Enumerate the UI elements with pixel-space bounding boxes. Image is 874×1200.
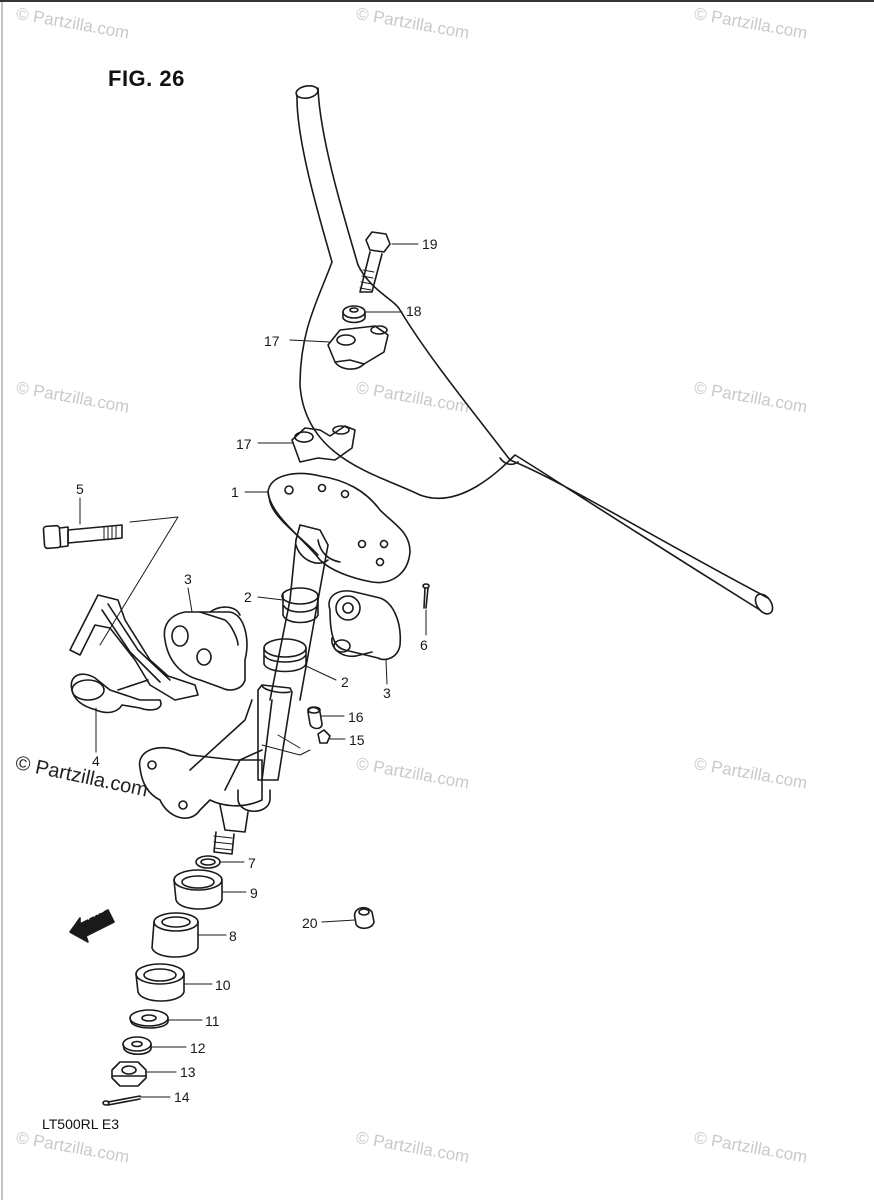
forward-direction-arrow bbox=[69, 909, 115, 943]
shaft-bush-2-upper bbox=[281, 587, 319, 624]
bearing-10 bbox=[135, 963, 185, 1002]
callout-2: 2 bbox=[341, 674, 349, 690]
washer-7 bbox=[195, 855, 221, 869]
cable-bracket-4 bbox=[69, 594, 199, 714]
washer-11 bbox=[129, 1009, 169, 1029]
handlebar-holder-lower-17 bbox=[291, 425, 356, 463]
callout-3: 3 bbox=[184, 571, 192, 587]
oil-seal-9 bbox=[173, 869, 223, 910]
callout-19: 19 bbox=[422, 236, 438, 252]
bolt-19 bbox=[359, 231, 391, 293]
leader-17-upper bbox=[289, 339, 331, 343]
callout-7: 7 bbox=[248, 855, 256, 871]
callout-15: 15 bbox=[349, 732, 365, 748]
callout-4: 4 bbox=[92, 753, 100, 769]
washer-12 bbox=[122, 1036, 152, 1056]
callout-14: 14 bbox=[174, 1089, 190, 1105]
leader-2-lower bbox=[305, 665, 337, 681]
nut-13 bbox=[111, 1061, 147, 1087]
bush-8 bbox=[151, 912, 199, 958]
cap-20 bbox=[353, 906, 375, 930]
handlebar-holder-upper-17 bbox=[327, 325, 389, 370]
steering-bridge-plate-1 bbox=[267, 472, 411, 584]
handlebar bbox=[295, 84, 774, 615]
cotter-pin-6 bbox=[422, 583, 430, 609]
leader-2-upper bbox=[257, 596, 284, 601]
leader-20 bbox=[321, 919, 356, 923]
callout-13: 13 bbox=[180, 1064, 196, 1080]
bolt-15 bbox=[317, 729, 331, 744]
callout-1: 1 bbox=[231, 484, 239, 500]
callout-11: 11 bbox=[205, 1013, 220, 1029]
callout-10: 10 bbox=[215, 977, 231, 993]
leader-line bbox=[261, 734, 311, 756]
callout-6: 6 bbox=[420, 637, 428, 653]
callout-16: 16 bbox=[348, 709, 364, 725]
figure-title: FIG. 26 bbox=[108, 66, 185, 91]
callout-9: 9 bbox=[250, 885, 258, 901]
washer-18 bbox=[342, 305, 366, 324]
shaft-bush-2-lower bbox=[263, 638, 307, 673]
callout-8: 8 bbox=[229, 928, 237, 944]
model-code: LT500RL E3 bbox=[42, 1116, 120, 1132]
callout-12: 12 bbox=[190, 1040, 206, 1056]
callout-5: 5 bbox=[76, 481, 84, 497]
bolt-5 bbox=[42, 524, 123, 550]
leader-line bbox=[99, 516, 179, 646]
cotter-pin-14 bbox=[102, 1095, 141, 1106]
leader-3-right bbox=[385, 659, 388, 685]
handlebar-switch-clamp-3-right bbox=[328, 590, 402, 661]
callout-17: 17 bbox=[236, 436, 252, 452]
bolt-16 bbox=[307, 706, 323, 730]
callout-18: 18 bbox=[406, 303, 422, 319]
callout-3: 3 bbox=[383, 685, 391, 701]
lower-steering-shaft bbox=[138, 684, 293, 855]
leader-3-left bbox=[187, 587, 193, 613]
handlebar-switch-clamp-3-left bbox=[163, 606, 248, 691]
callout-2: 2 bbox=[244, 589, 252, 605]
callout-leaders bbox=[79, 243, 427, 1098]
callout-20: 20 bbox=[302, 915, 318, 931]
callout-17: 17 bbox=[264, 333, 280, 349]
